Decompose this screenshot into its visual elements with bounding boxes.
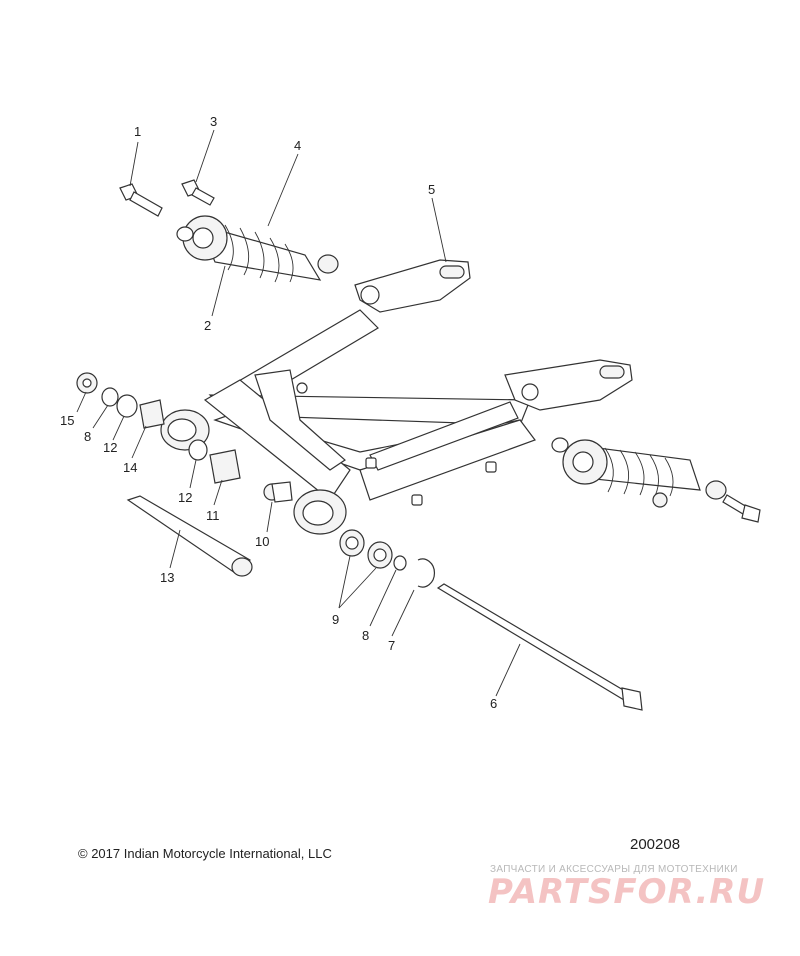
callout-10: 10 [255, 534, 269, 549]
watermark-logo: PARTSFOR.RU [488, 872, 766, 912]
right-shock-bolt [722, 494, 761, 523]
callout-1: 1 [134, 124, 141, 139]
copyright-text: © 2017 Indian Motorcycle International, … [78, 846, 332, 861]
callout-4: 4 [294, 138, 301, 153]
pivot-shaft-13 [126, 495, 253, 577]
left-shock-absorber [176, 215, 339, 283]
callout-14: 14 [123, 460, 137, 475]
right-shock-absorber [551, 437, 727, 508]
watermark-subtitle: ЗАПЧАСТИ И АКСЕССУАРЫ ДЛЯ МОТОТЕХНИКИ [490, 864, 738, 875]
callout-12a: 12 [103, 440, 117, 455]
callout-3: 3 [210, 114, 217, 129]
swingarm-frame [160, 259, 633, 535]
left-pivot-hardware [76, 372, 241, 484]
callout-8a: 8 [84, 429, 91, 444]
callout-12b: 12 [178, 490, 192, 505]
callout-7: 7 [388, 638, 395, 653]
bolt-3 [181, 179, 215, 206]
leader-lines [76, 129, 521, 697]
callout-15: 15 [60, 413, 74, 428]
axle-6 [436, 583, 643, 711]
callout-11: 11 [206, 508, 220, 523]
diagram-id: 200208 [630, 836, 681, 853]
bushing-10 [263, 481, 293, 503]
callout-9: 9 [332, 612, 339, 627]
right-pivot-hardware [339, 529, 436, 588]
callout-2: 2 [204, 318, 211, 333]
callout-13: 13 [160, 570, 174, 585]
callout-5: 5 [428, 182, 435, 197]
callout-labels: 1 2 3 4 5 6 7 8 8 9 10 11 12 12 13 14 15 [60, 114, 497, 711]
bolt-1 [119, 183, 163, 217]
callout-6: 6 [490, 696, 497, 711]
callout-8b: 8 [362, 628, 369, 643]
